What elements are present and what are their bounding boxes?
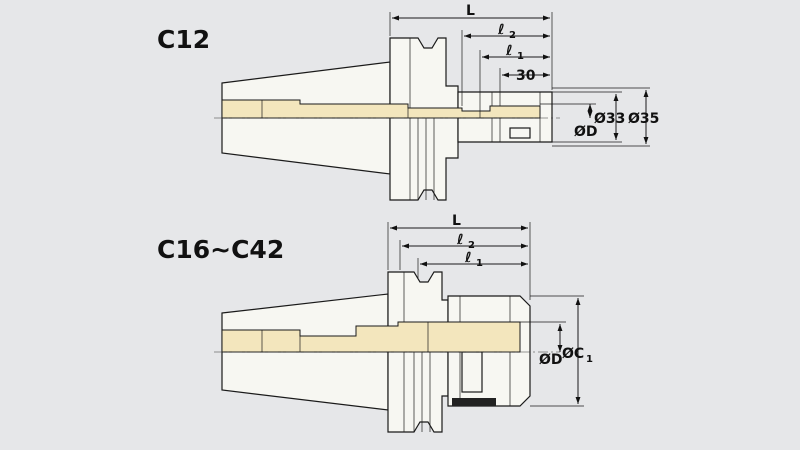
drawing-c12: C12 L ℓ 2 ℓ 1 [157,3,659,201]
clamp-screw [461,351,483,393]
drawing-c16-c42: C16~C42 L ℓ 2 ℓ 1 [157,213,593,433]
drawing-title: C16~C42 [157,235,284,264]
drawing-title: C12 [157,25,210,54]
svg-text:1: 1 [476,258,483,269]
dim-30-label: 30 [516,68,536,84]
dim-C1-label: ØC [562,346,584,362]
dim-l2-label: ℓ [456,232,464,248]
flange [389,37,459,201]
dim-d33-label: Ø33 [594,111,625,127]
dim-D-label: ØD [539,352,563,368]
dim-L-label: L [466,3,475,19]
svg-text:2: 2 [468,240,475,251]
locking-nut [452,398,496,406]
locking-ring [509,127,531,139]
dim-d35-label: Ø35 [628,111,659,127]
svg-text:1: 1 [586,354,593,365]
dim-D-label: ØD [574,124,598,140]
dim-l1-label: ℓ [464,250,472,266]
dim-l1-label: ℓ [505,43,513,59]
svg-text:2: 2 [509,30,516,41]
svg-text:1: 1 [517,51,524,62]
dim-L-label: L [452,213,461,229]
dim-l2-label: ℓ [497,22,505,38]
